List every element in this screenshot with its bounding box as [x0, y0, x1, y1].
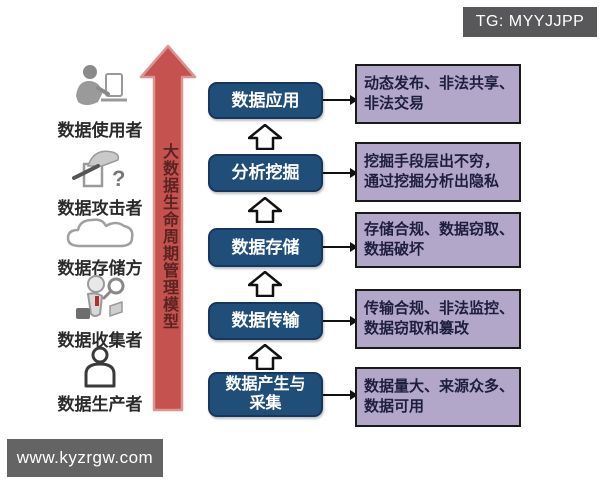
connector-arrow — [323, 390, 358, 400]
risk-box-transmission-risks: 传输合规、非法监控、 数据窃取和篡改 — [355, 289, 521, 349]
risk-box-storage-risks: 存储合规、数据窃取、 数据破坏 — [355, 212, 521, 268]
stakeholder-label: 数据攻击者 — [57, 199, 143, 218]
website-watermark-badge: www.kyzrgw.com — [7, 439, 163, 477]
connector-arrow — [323, 95, 358, 105]
risk-box-collection-risks: 数据量大、来源众多、 数据可用 — [355, 367, 521, 427]
connector-arrow — [323, 242, 358, 252]
stakeholder-data-storage: 数据存储方 — [38, 212, 162, 279]
stakeholder-data-user: 数据使用者 — [38, 60, 162, 141]
stage-box-data-transmission: 数据传输 — [208, 302, 323, 340]
tg-watermark-badge: TG: MYYJJPP — [463, 7, 597, 37]
user-at-computer-icon — [68, 60, 132, 114]
risk-box-application-risks: 动态发布、非法共享、 非法交易 — [355, 64, 521, 124]
up-arrow-icon — [248, 271, 282, 297]
stakeholder-label: 数据收集者 — [57, 331, 143, 350]
stakeholder-label: 数据存储方 — [57, 259, 143, 278]
connector-arrow — [323, 168, 358, 178]
stage-box-data-storage: 数据存储 — [208, 228, 323, 267]
stakeholder-data-producer: 数据生产者 — [38, 344, 162, 415]
stage-box-analysis-mining: 分析挖掘 — [208, 154, 323, 192]
connector-arrow — [323, 316, 358, 326]
stage-box-data-generation-collection: 数据产生与 采集 — [208, 372, 323, 417]
person-icon — [78, 344, 122, 388]
up-arrow-icon — [248, 197, 282, 223]
cloud-icon — [62, 212, 138, 252]
lifecycle-arrow-label: 大数据生命周期管理模型 — [160, 142, 177, 330]
up-arrow-icon — [248, 344, 282, 370]
stakeholder-data-attacker: ? 数据攻击者 — [38, 142, 162, 219]
up-arrow-icon — [248, 124, 282, 150]
risk-box-mining-risks: 挖掘手段层出不穷， 通过挖掘分析出隐私 — [355, 142, 521, 202]
stakeholder-label: 数据使用者 — [57, 121, 143, 140]
stakeholder-label: 数据生产者 — [57, 395, 143, 414]
attacker-icon: ? — [68, 142, 132, 192]
collector-magnifier-icon — [68, 272, 132, 324]
stakeholder-data-collector: 数据收集者 — [38, 272, 162, 351]
svg-text:?: ? — [112, 166, 125, 191]
lifecycle-up-arrow — [139, 44, 197, 412]
stage-box-data-application: 数据应用 — [208, 82, 323, 119]
